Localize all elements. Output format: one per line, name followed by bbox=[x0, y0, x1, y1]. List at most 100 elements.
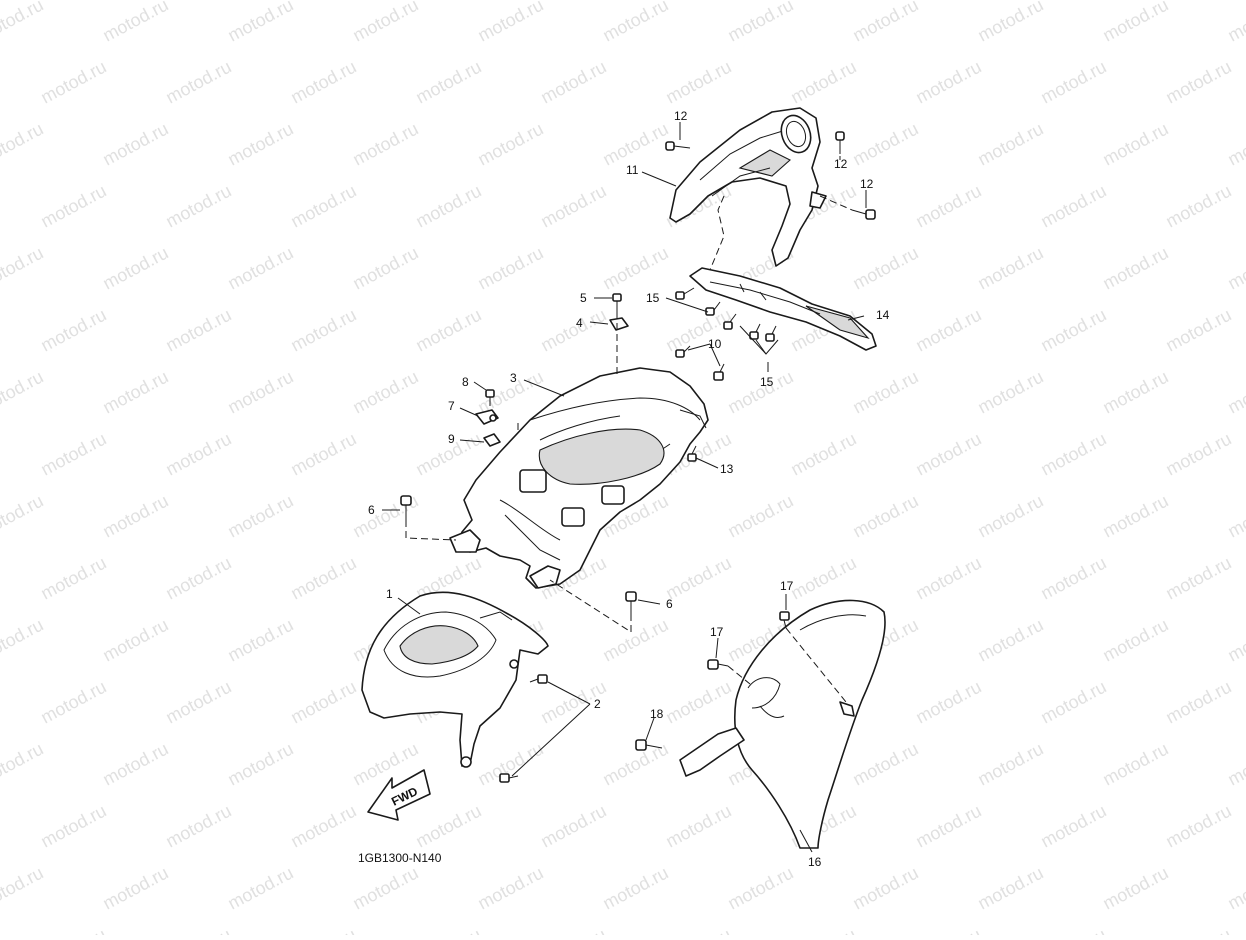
watermark-text: motod.ru bbox=[412, 305, 484, 356]
watermark-text: motod.ru bbox=[537, 305, 609, 356]
watermark-text: motod.ru bbox=[1224, 243, 1246, 294]
watermark-text: motod.ru bbox=[412, 925, 484, 935]
watermark-text: motod.ru bbox=[224, 0, 296, 46]
watermark-text: motod.ru bbox=[287, 57, 359, 108]
watermark-text: motod.ru bbox=[99, 739, 171, 790]
watermark-text: motod.ru bbox=[912, 57, 984, 108]
screw-15a bbox=[675, 287, 695, 300]
screw-15d bbox=[749, 323, 761, 340]
watermark-text: motod.ru bbox=[537, 925, 609, 935]
part-16-rear-hugger bbox=[679, 599, 886, 849]
watermark-text: motod.ru bbox=[849, 367, 921, 418]
watermark-text: motod.ru bbox=[0, 119, 47, 170]
watermark-text: motod.ru bbox=[37, 429, 109, 480]
callouts: 12 11 12 12 5 4 15 14 10 15 3 8 7 9 13 6… bbox=[368, 109, 890, 869]
part-1-front-fender bbox=[361, 591, 549, 768]
watermark-text: motod.ru bbox=[0, 0, 47, 46]
watermark-text: motod.ru bbox=[974, 0, 1046, 46]
watermark-text: motod.ru bbox=[1037, 305, 1109, 356]
leader-lines bbox=[382, 122, 867, 853]
watermark-text: motod.ru bbox=[224, 243, 296, 294]
watermark-text: motod.ru bbox=[224, 615, 296, 666]
watermark-text: motod.ru bbox=[349, 863, 421, 914]
watermark-text: motod.ru bbox=[1099, 491, 1171, 542]
watermark-text: motod.ru bbox=[1099, 119, 1171, 170]
screw-10b bbox=[713, 363, 725, 381]
part-14-bracket bbox=[689, 267, 877, 351]
watermark-text: motod.ru bbox=[287, 677, 359, 728]
watermark-text: motod.ru bbox=[1037, 801, 1109, 852]
callout-11: 11 bbox=[626, 163, 639, 177]
watermark-text: motod.ru bbox=[287, 305, 359, 356]
watermark-text: motod.ru bbox=[99, 863, 171, 914]
watermark-text: motod.ru bbox=[224, 491, 296, 542]
watermark-text: motod.ru bbox=[724, 0, 796, 46]
watermark-text: motod.ru bbox=[99, 491, 171, 542]
watermark-text: motod.ru bbox=[662, 553, 734, 604]
screw-15e bbox=[765, 325, 777, 342]
watermark-text: motod.ru bbox=[912, 553, 984, 604]
bolt-12b bbox=[835, 131, 845, 154]
watermark-text: motod.ru bbox=[537, 801, 609, 852]
watermark-text: motod.ru bbox=[224, 119, 296, 170]
screw-17b bbox=[707, 659, 729, 670]
watermark-text: motod.ru bbox=[224, 367, 296, 418]
watermark-text: motod.ru bbox=[599, 243, 671, 294]
bolt-6a bbox=[400, 495, 412, 520]
watermark-text: motod.ru bbox=[787, 553, 859, 604]
grommet-7 bbox=[475, 409, 499, 425]
screw-5 bbox=[612, 293, 622, 312]
watermark-text: motod.ru bbox=[162, 677, 234, 728]
watermark-text: motod.ru bbox=[974, 119, 1046, 170]
watermark-text: motod.ru bbox=[1162, 925, 1234, 935]
watermark-text: motod.ru bbox=[349, 243, 421, 294]
watermark-text: motod.ru bbox=[287, 801, 359, 852]
watermark-text: motod.ru bbox=[1037, 57, 1109, 108]
watermark-text: motod.ru bbox=[849, 0, 921, 46]
watermark-text: motod.ru bbox=[474, 119, 546, 170]
watermark-text: motod.ru bbox=[99, 367, 171, 418]
screw-13 bbox=[687, 445, 697, 462]
watermark-text: motod.ru bbox=[599, 615, 671, 666]
watermark-text: motod.ru bbox=[1224, 615, 1246, 666]
callout-9: 9 bbox=[448, 432, 455, 446]
callout-7: 7 bbox=[448, 399, 455, 413]
watermark-text: motod.ru bbox=[349, 119, 421, 170]
watermark-text: motod.ru bbox=[37, 57, 109, 108]
nut-4 bbox=[609, 317, 629, 331]
watermark-text: motod.ru bbox=[849, 863, 921, 914]
watermark-text: motod.ru bbox=[787, 57, 859, 108]
watermark-text: motod.ru bbox=[974, 739, 1046, 790]
watermark-text: motod.ru bbox=[287, 553, 359, 604]
watermark-text: motod.ru bbox=[849, 119, 921, 170]
callout-10: 10 bbox=[708, 337, 722, 351]
watermark-text: motod.ru bbox=[662, 677, 734, 728]
watermark-text: motod.ru bbox=[474, 0, 546, 46]
watermark-text: motod.ru bbox=[1224, 119, 1246, 170]
callout-17b: 17 bbox=[710, 625, 724, 639]
bolt-6b bbox=[625, 591, 637, 614]
watermark-text: motod.ru bbox=[1162, 429, 1234, 480]
callout-12b: 12 bbox=[834, 157, 848, 171]
watermark-text: motod.ru bbox=[287, 429, 359, 480]
watermark-text: motod.ru bbox=[1162, 57, 1234, 108]
watermark-text: motod.ru bbox=[1099, 367, 1171, 418]
watermark-text: motod.ru bbox=[849, 739, 921, 790]
watermark-text: motod.ru bbox=[1037, 677, 1109, 728]
callout-14: 14 bbox=[876, 308, 890, 322]
watermark-text: motod.ru bbox=[37, 553, 109, 604]
watermark-text: motod.ru bbox=[0, 615, 47, 666]
watermark-text: motod.ru bbox=[99, 0, 171, 46]
callout-3: 3 bbox=[510, 371, 517, 385]
watermark-text: motod.ru bbox=[912, 801, 984, 852]
watermark-text: motod.ru bbox=[1162, 677, 1234, 728]
assembly-lines bbox=[405, 195, 853, 703]
watermark-text: motod.ru bbox=[474, 243, 546, 294]
callout-17a: 17 bbox=[780, 579, 794, 593]
screw-15c bbox=[723, 313, 737, 330]
watermark-text: motod.ru bbox=[162, 925, 234, 935]
watermark-text: motod.ru bbox=[37, 677, 109, 728]
watermark-text: motod.ru bbox=[474, 863, 546, 914]
watermark-text: motod.ru bbox=[162, 801, 234, 852]
callout-5: 5 bbox=[580, 291, 587, 305]
